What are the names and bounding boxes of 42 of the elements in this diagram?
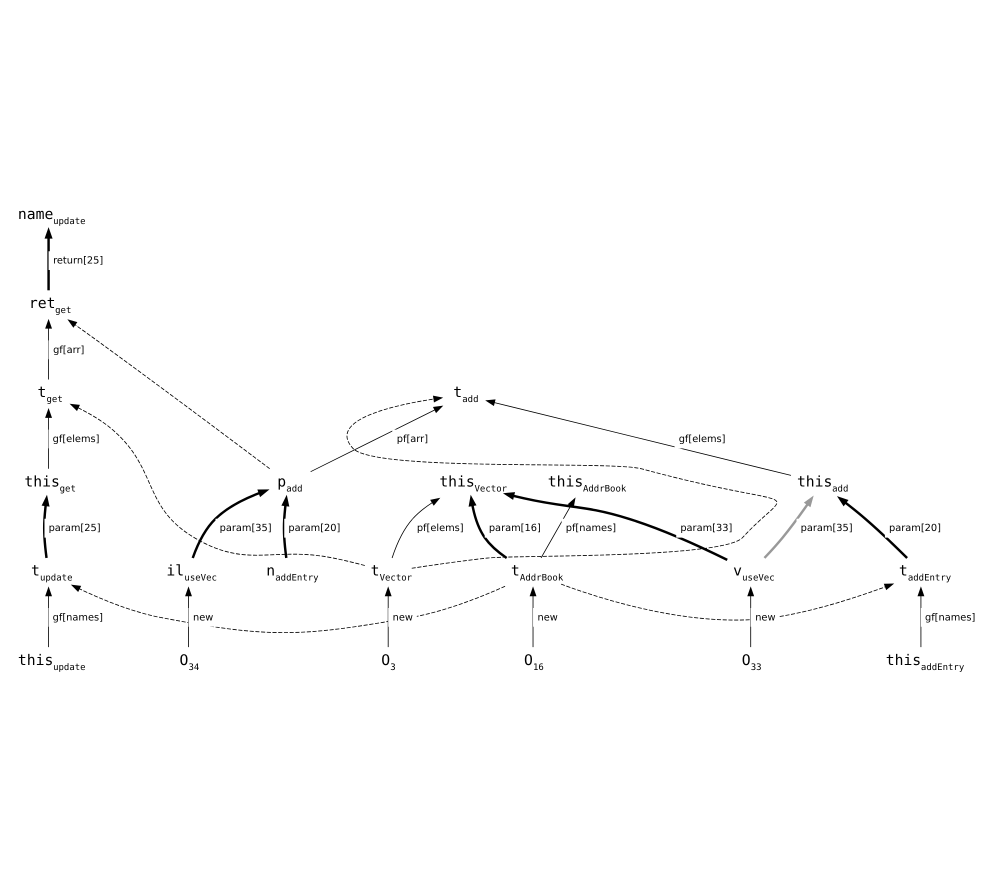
node-text: t$_{add}$ bbox=[453, 384, 479, 405]
node-text: v$_{useVec}$ bbox=[733, 562, 775, 584]
edge-label: pf[names] bbox=[566, 522, 616, 534]
edge-label: new bbox=[193, 612, 214, 623]
edge-label: return[25] bbox=[53, 255, 104, 266]
edge-label: gf[names] bbox=[52, 612, 103, 623]
node-text: O$_{33}$ bbox=[742, 651, 762, 672]
node-text: ret$_{get}$ bbox=[28, 294, 72, 316]
node-text: this$_{AddrBook}$ bbox=[548, 472, 626, 494]
edge-label: gf[elems] bbox=[52, 433, 100, 444]
node-text: this$_{add}$ bbox=[796, 472, 848, 494]
node-text: O$_{3}$ bbox=[381, 651, 396, 672]
edge-label: param[16] bbox=[488, 522, 541, 534]
edge-label: new bbox=[538, 612, 558, 623]
edge-label: gf[elems] bbox=[678, 433, 726, 444]
edge-label: param[20] bbox=[889, 522, 942, 534]
node-text: O$_{16}$ bbox=[524, 651, 544, 672]
edge-label: pf[elems] bbox=[416, 522, 464, 534]
edge-label: gf[names] bbox=[925, 612, 976, 623]
edge-label: param[33] bbox=[680, 522, 732, 534]
node-text: this$_{addEntry}$ bbox=[886, 651, 964, 672]
edge-label: param[35] bbox=[220, 522, 272, 534]
node-text: name$_{update}$ bbox=[18, 205, 86, 226]
node-text: t$_{addEntry}$ bbox=[898, 562, 952, 584]
node-text: p$_{add}$ bbox=[277, 472, 303, 494]
node-text: t$_{AddrBook}$ bbox=[510, 562, 564, 584]
node-text: t$_{get}$ bbox=[38, 384, 63, 405]
edge-label: param[25] bbox=[48, 522, 101, 534]
node-text: il$_{useVec}$ bbox=[166, 562, 217, 584]
edge-label: pf[arr] bbox=[396, 433, 428, 444]
node-text: this$_{update}$ bbox=[18, 651, 86, 672]
node-text: n$_{addEntry}$ bbox=[266, 562, 319, 584]
node-text: this$_{Vector}$ bbox=[439, 472, 508, 494]
edge-label: param[35] bbox=[800, 522, 853, 534]
node-text: t$_{Vector}$ bbox=[370, 562, 412, 584]
node-text: this$_{get}$ bbox=[24, 472, 76, 494]
edge-label: new bbox=[755, 612, 776, 623]
node-text: O$_{34}$ bbox=[180, 651, 200, 672]
edge-label: param[20] bbox=[288, 522, 340, 534]
edge-label: new bbox=[392, 612, 413, 623]
node-text: t$_{update}$ bbox=[30, 562, 72, 584]
edge-label: gf[arr] bbox=[53, 344, 84, 356]
